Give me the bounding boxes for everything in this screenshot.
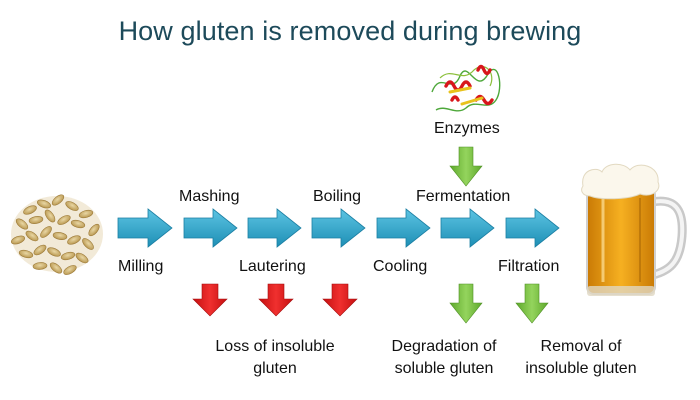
- arrow-cooling-icon: [376, 208, 431, 248]
- step-label-fermentation: Fermentation: [416, 188, 511, 205]
- red-down-arrow-icon: [258, 283, 294, 317]
- arrow-mashing-icon: [183, 208, 238, 248]
- step-label-boiling: Boiling: [313, 188, 362, 205]
- step-label-cooling: Cooling: [373, 258, 428, 275]
- grain-pile-icon: [11, 194, 103, 275]
- note-degradation-soluble: Degradation of soluble gluten: [391, 338, 497, 377]
- loss-arrows: [192, 283, 358, 317]
- note-removal-insoluble: Removal of insoluble gluten: [525, 338, 637, 377]
- enzyme-arrows: [449, 146, 549, 324]
- process-arrows: [117, 208, 560, 248]
- diagram-title: How gluten is removed during brewing: [118, 16, 582, 46]
- enzyme-protein-icon: [431, 64, 501, 112]
- arrow-filtration-icon: [505, 208, 560, 248]
- step-label-mashing: Mashing: [179, 188, 240, 205]
- step-label-filtration: Filtration: [498, 258, 560, 275]
- green-enzyme-arrow-icon: [449, 146, 483, 187]
- red-down-arrow-icon: [192, 283, 228, 317]
- step-label-lautering: Lautering: [239, 258, 306, 275]
- arrow-milling-icon: [117, 208, 173, 248]
- step-label-milling: Milling: [118, 258, 164, 275]
- enzymes-label: Enzymes: [434, 120, 500, 137]
- note-loss-insoluble: Loss of insoluble gluten: [215, 338, 335, 377]
- green-down-arrow-icon: [515, 283, 549, 324]
- arrow-fermentation-icon: [440, 208, 495, 248]
- arrow-lautering-icon: [247, 208, 302, 248]
- arrow-boiling-icon: [311, 208, 366, 248]
- beer-mug-icon: [581, 163, 687, 296]
- green-down-arrow-icon: [449, 283, 483, 324]
- red-down-arrow-icon: [322, 283, 358, 317]
